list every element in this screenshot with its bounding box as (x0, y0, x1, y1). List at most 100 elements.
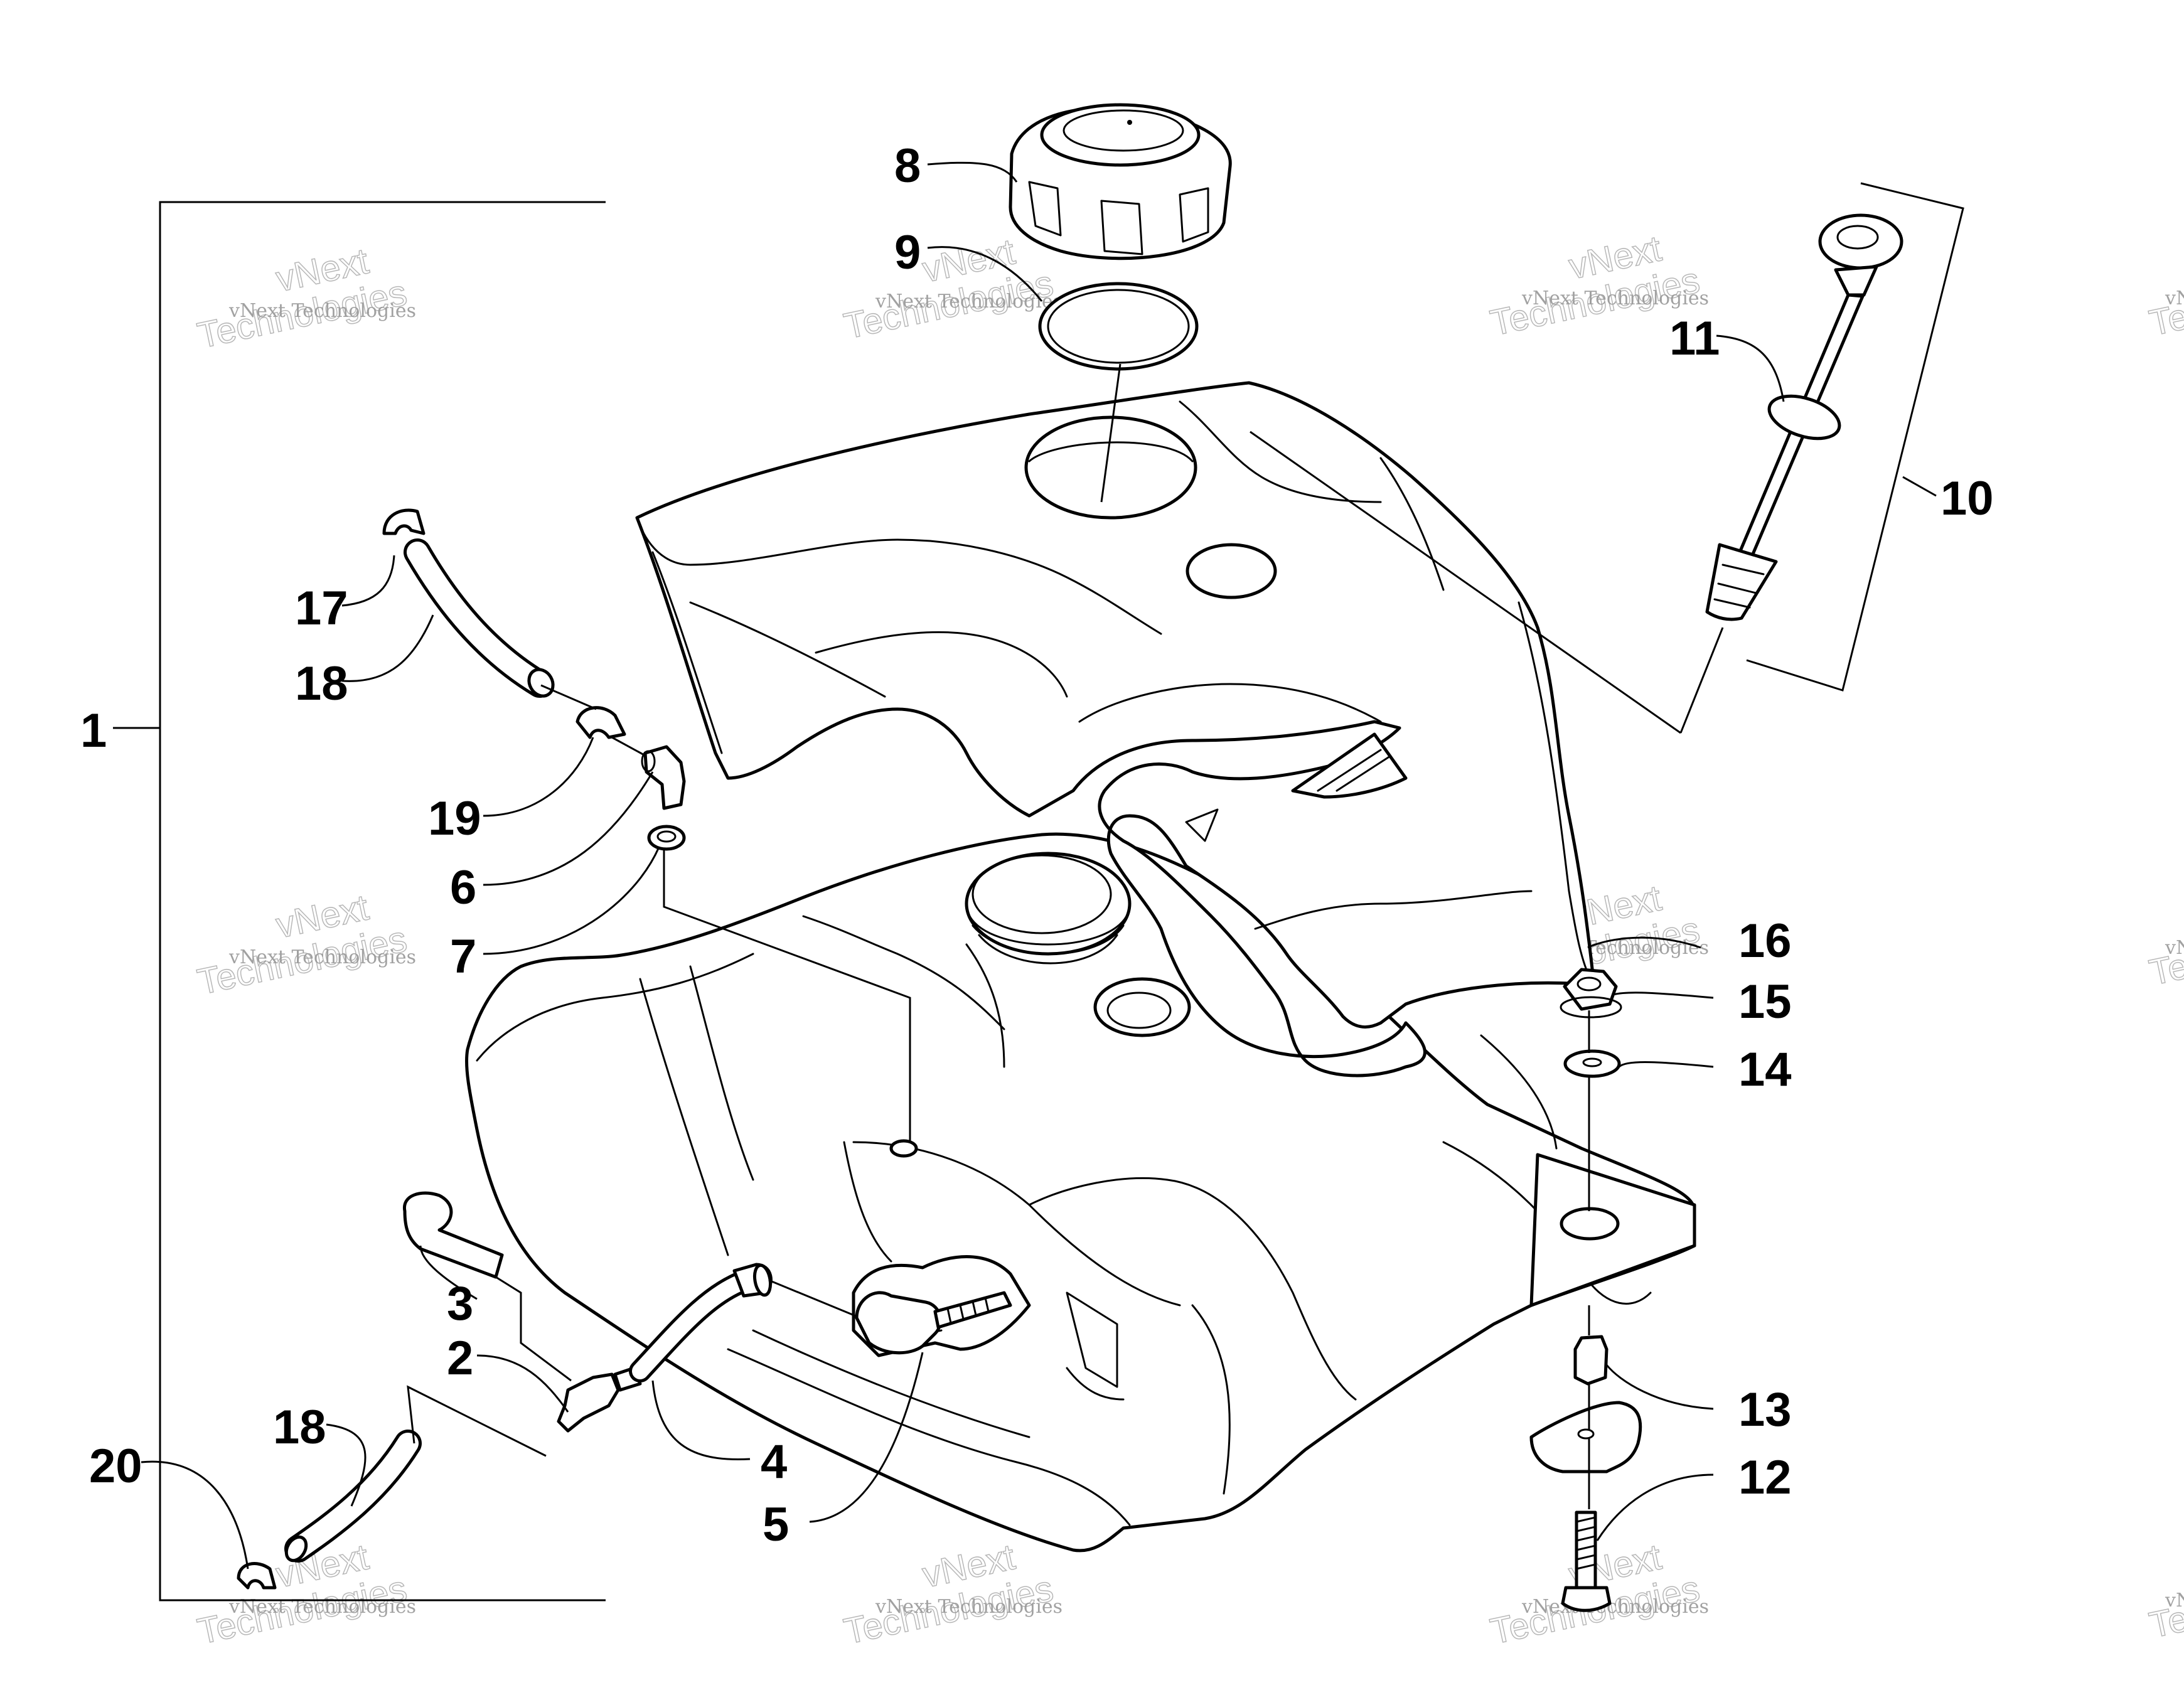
leader-8 (927, 161, 1018, 183)
shroud-slot-hatch (1317, 749, 1382, 792)
callout-15: 15 (1738, 975, 1792, 1029)
shroud-contour (815, 631, 1068, 698)
watermark-outline: Technologies (2146, 1562, 2184, 1646)
leader-4 (651, 1380, 751, 1461)
leader-14 (1618, 1061, 1714, 1068)
fuel-hose-18-end (284, 1535, 308, 1563)
fuel-hose-18-fill (287, 1433, 419, 1559)
callout-3: 3 (447, 1277, 473, 1330)
elbow-fitting-end (641, 750, 656, 773)
vent-hose-end (527, 668, 555, 698)
washer-outer (1563, 1049, 1621, 1078)
watermark-text: vNext Technologies (2165, 1590, 2184, 1612)
vent-hose (404, 538, 555, 698)
tank-contour (843, 1141, 892, 1263)
watermark-text: vNext Technologies (228, 300, 416, 322)
tank-shroud (635, 381, 1596, 1077)
elbow-fitting-body (643, 745, 686, 810)
callout-7: 7 (450, 930, 476, 983)
callout-1: 1 (80, 704, 107, 757)
vent-hole (889, 1139, 918, 1158)
tank-contour (1028, 1177, 1357, 1401)
cap-gasket-inner (1047, 289, 1190, 364)
watermark-text: vNext Technologies (875, 291, 1063, 313)
filler-thread (968, 915, 1128, 946)
fuel-gauge-collar (1834, 265, 1878, 297)
petcock-stem (933, 1291, 1012, 1329)
shroud-contour (1254, 890, 1533, 930)
tank-contour (639, 978, 729, 1256)
flange-nut-flange (1560, 996, 1622, 1019)
watermark-outline: Technologies (2146, 909, 2184, 993)
fuel-cap-grip (1179, 187, 1209, 243)
watermark-text: vNext Technologies (228, 946, 416, 968)
bolt-head (1561, 1586, 1612, 1612)
callout-16: 16 (1738, 914, 1792, 968)
vent-clamp (382, 508, 426, 535)
tank-contour (476, 953, 754, 1062)
shroud-contour (1518, 601, 1595, 987)
tank-contour (1480, 1034, 1558, 1150)
tank-contour (1066, 1367, 1125, 1401)
shroud-slot-hatch (1336, 755, 1391, 792)
leader-19 (483, 737, 594, 817)
assembly-bracket-10 (1746, 182, 1964, 692)
leader-gauge-install (1679, 627, 1724, 734)
fuel-cap-dome (1063, 109, 1184, 152)
callout-4: 4 (761, 1435, 787, 1489)
fuel-cap-top (1040, 103, 1201, 167)
fuel-cap-grip (1100, 200, 1143, 255)
callout-18-fuel: 18 (273, 1401, 326, 1454)
callout-leaders (141, 161, 1785, 1569)
fuel-hose-4-fill (632, 1272, 755, 1379)
gauge-opening (1186, 543, 1277, 599)
watermark-text: vNext Technologies (1521, 1596, 1709, 1618)
tank-outline (465, 832, 1696, 1553)
sender-port-inner (1106, 992, 1172, 1029)
cap-opening-rim (1028, 441, 1194, 463)
watermark-tile: vNext Technologies vNext Technologies (193, 240, 416, 357)
cable-tie (403, 1191, 504, 1279)
shroud-contour (1078, 683, 1382, 723)
elbow-fitting (641, 745, 686, 810)
cap-gasket (1038, 282, 1199, 371)
cap-gasket-outer (1038, 282, 1199, 371)
washer (1563, 1049, 1621, 1078)
bracket-line (1746, 182, 1964, 692)
shroud-contour (689, 601, 886, 698)
fuel-gauge-head (1818, 213, 1903, 270)
rubber-pad-outline (1529, 1401, 1642, 1473)
watermark-tile: vNext Technologies vNext Technologies (193, 887, 416, 1003)
vent-clamp-body (382, 508, 426, 535)
flange-nut-bore (1576, 976, 1602, 992)
leader-5 (809, 1352, 924, 1523)
spacer (1573, 1335, 1609, 1386)
leader-9 (927, 246, 1043, 302)
fuel-hose-clamp-body (237, 1562, 277, 1590)
leader-vent-hose (540, 684, 597, 710)
callout-6: 6 (450, 861, 476, 914)
callout-20: 20 (89, 1440, 142, 1493)
leader-7 (483, 847, 660, 955)
shroud-contour (636, 516, 1162, 635)
fuel-cap (1009, 103, 1232, 260)
callout-5: 5 (763, 1498, 789, 1551)
rubber-pad (1529, 1401, 1642, 1473)
watermark-text: vNext Technologies (875, 1596, 1063, 1618)
cable-tie-body (403, 1191, 504, 1279)
leader-cap-axis (1100, 363, 1121, 503)
leader-vent-install (663, 848, 911, 1142)
fuel-petcock (855, 1291, 1012, 1355)
watermark-text: vNext Technologies (1521, 287, 1709, 309)
tank-contour (727, 1348, 1131, 1526)
leader-12 (1596, 1473, 1714, 1541)
bracket-line (159, 201, 606, 1601)
rubber-pad-hole (1577, 1428, 1595, 1440)
filler-neck-rim (972, 854, 1112, 934)
filler-thread (972, 924, 1125, 955)
callout-19: 19 (428, 792, 481, 845)
spacer-body (1573, 1335, 1609, 1386)
hose-clamp (575, 706, 626, 739)
fuel-hose-4 (629, 1263, 773, 1382)
